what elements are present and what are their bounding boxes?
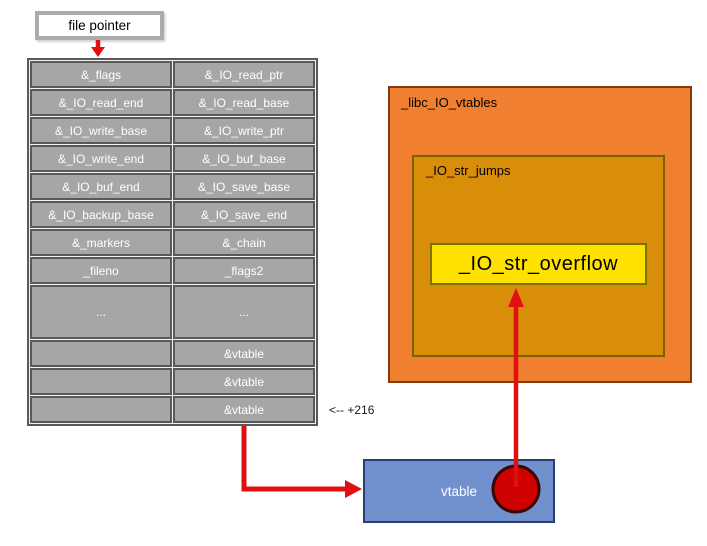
struct-cell: ... <box>30 285 172 339</box>
struct-cell: &_IO_write_base <box>30 117 172 144</box>
struct-cell: &_IO_read_ptr <box>173 61 315 88</box>
struct-cell: &_IO_write_ptr <box>173 117 315 144</box>
struct-cell: &_IO_read_end <box>30 89 172 116</box>
struct-cell: &_markers <box>30 229 172 256</box>
struct-cell <box>30 340 172 367</box>
file-struct-table: &_flags &_IO_read_ptr &_IO_read_end &_IO… <box>27 58 318 426</box>
table-row: &_IO_backup_base &_IO_save_end <box>30 201 315 228</box>
struct-cell: _flags2 <box>173 257 315 284</box>
table-row: _fileno _flags2 <box>30 257 315 284</box>
table-row: &vtable <box>30 368 315 395</box>
vtable-label: vtable <box>440 483 478 499</box>
table-row: &vtable <box>30 340 315 367</box>
struct-cell: &vtable <box>173 368 315 395</box>
table-row: &_IO_write_base &_IO_write_ptr <box>30 117 315 144</box>
table-row: &_IO_write_end &_IO_buf_base <box>30 145 315 172</box>
struct-cell <box>30 396 172 423</box>
vtable-offset-annotation: <-- +216 <box>329 403 375 417</box>
struct-cell: ... <box>173 285 315 339</box>
struct-cell <box>30 368 172 395</box>
struct-cell: &_IO_read_base <box>173 89 315 116</box>
struct-cell: &_flags <box>30 61 172 88</box>
table-row: &_markers &_chain <box>30 229 315 256</box>
io-str-jumps-box: _IO_str_jumps _IO_str_overflow <box>412 155 665 357</box>
struct-cell: &_IO_buf_end <box>30 173 172 200</box>
struct-cell: &vtable <box>173 340 315 367</box>
struct-cell: &_IO_write_end <box>30 145 172 172</box>
libc-io-vtables-label: _libc_IO_vtables <box>401 95 498 110</box>
struct-cell: &_IO_save_base <box>173 173 315 200</box>
file-pointer-label: file pointer <box>68 18 131 33</box>
struct-cell: _fileno <box>30 257 172 284</box>
file-pointer-arrow <box>91 40 105 57</box>
file-pointer-box: file pointer <box>35 11 164 40</box>
io-str-overflow-label: _IO_str_overflow <box>458 252 619 275</box>
struct-cell: &vtable <box>173 396 315 423</box>
vtable-box: vtable <box>363 459 555 523</box>
struct-cell: &_IO_save_end <box>173 201 315 228</box>
table-row: &_IO_read_end &_IO_read_base <box>30 89 315 116</box>
table-row: &vtable <box>30 396 315 423</box>
table-row: &_IO_buf_end &_IO_save_base <box>30 173 315 200</box>
struct-cell: &_IO_buf_base <box>173 145 315 172</box>
table-row-ellipsis: ... ... <box>30 285 315 339</box>
vtable-elbow-arrow <box>241 426 362 498</box>
struct-cell: &_chain <box>173 229 315 256</box>
io-str-overflow-box: _IO_str_overflow <box>430 243 647 285</box>
libc-io-vtables-box: _libc_IO_vtables _IO_str_jumps _IO_str_o… <box>388 86 692 383</box>
struct-cell: &_IO_backup_base <box>30 201 172 228</box>
table-row: &_flags &_IO_read_ptr <box>30 61 315 88</box>
io-str-jumps-label: _IO_str_jumps <box>426 163 511 178</box>
